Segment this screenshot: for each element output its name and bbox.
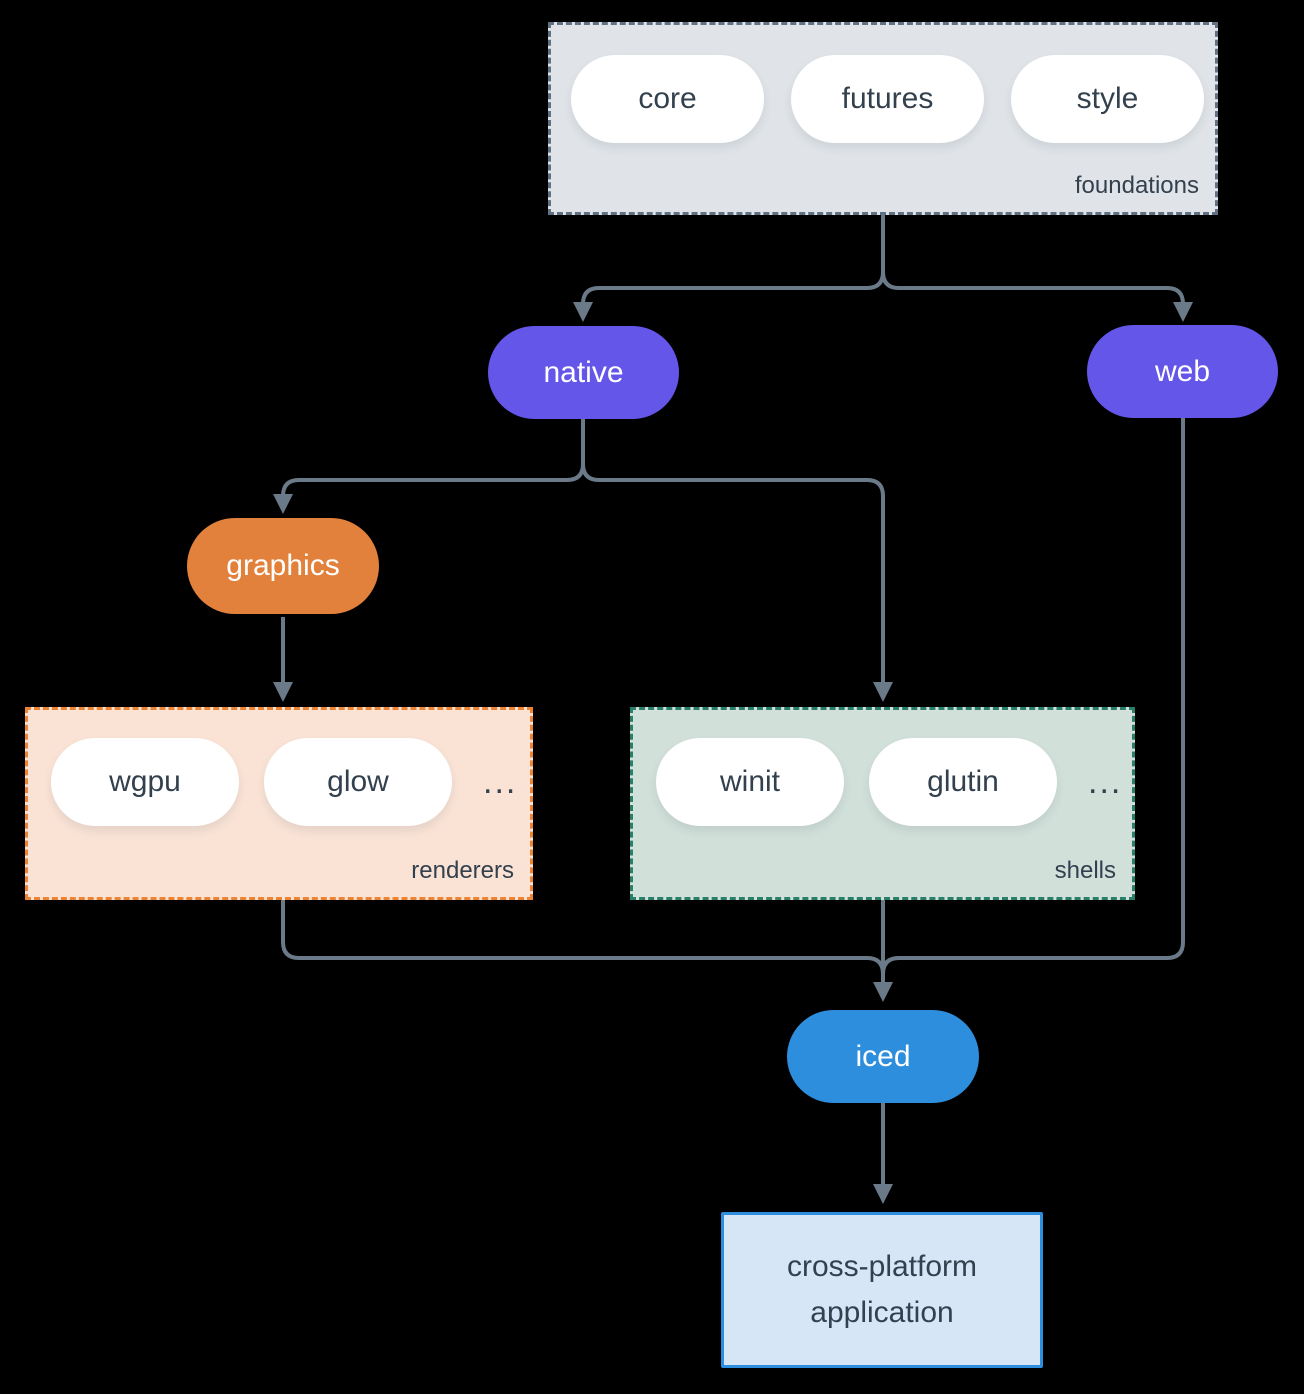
shells-pill-row: winit glutin ... — [633, 710, 1132, 826]
application-label: cross-platform application — [786, 1249, 978, 1330]
edge-native-graphics — [273, 419, 585, 514]
edge-foundations-web — [881, 215, 1193, 322]
node-glow-pill: glow — [264, 738, 452, 826]
node-futures-pill: futures — [791, 55, 984, 143]
renderers-label: renderers — [411, 857, 514, 884]
renderers-pill-row: wgpu glow ... — [28, 710, 530, 826]
node-glutin-pill: glutin — [869, 738, 1057, 826]
node-winit-pill: winit — [656, 738, 844, 826]
node-style-pill: style — [1011, 55, 1204, 143]
group-foundations: core futures style foundations — [548, 22, 1218, 215]
edge-foundations-native — [573, 215, 885, 322]
node-application: cross-platform application — [721, 1212, 1043, 1368]
edge-native-shells — [581, 419, 893, 702]
shells-ellipsis: ... — [1088, 762, 1123, 801]
node-native: native — [488, 326, 679, 419]
node-wgpu-pill: wgpu — [51, 738, 239, 826]
node-graphics: graphics — [187, 518, 379, 614]
shells-label: shells — [1054, 857, 1116, 884]
foundations-label: foundations — [1074, 172, 1199, 199]
node-core-pill: core — [571, 55, 764, 143]
node-iced: iced — [787, 1010, 979, 1103]
node-web: web — [1087, 325, 1278, 418]
renderers-ellipsis: ... — [483, 762, 518, 801]
edge-renderers-merge — [281, 900, 885, 975]
foundations-pill-row: core futures style — [551, 25, 1215, 143]
group-renderers: wgpu glow ... renderers — [25, 707, 533, 900]
group-shells: winit glutin ... shells — [630, 707, 1135, 900]
